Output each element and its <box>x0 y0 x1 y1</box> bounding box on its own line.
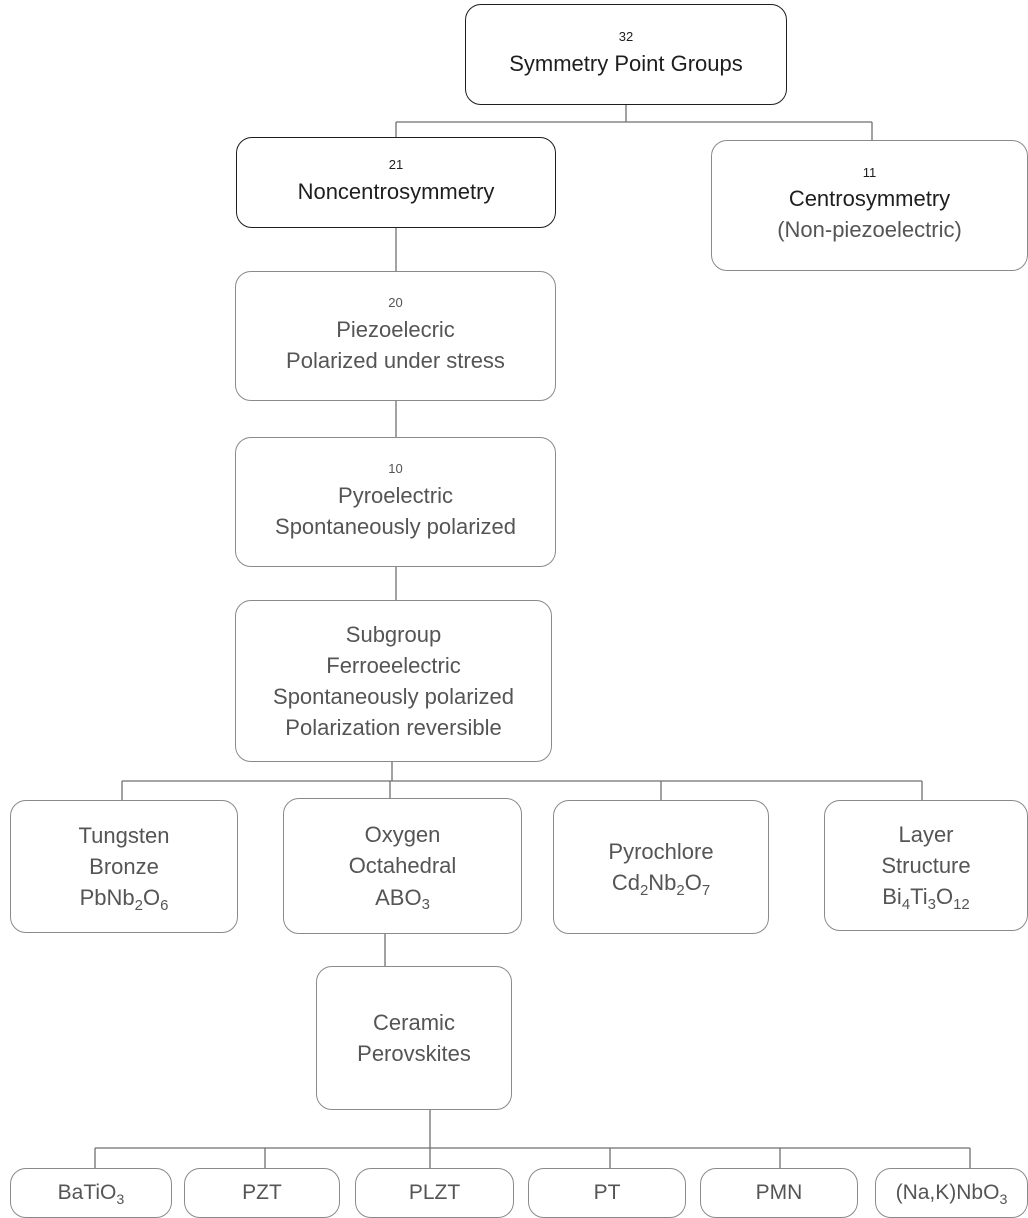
material-plzt-box: PLZT <box>355 1168 514 1218</box>
ferroelectric-line-3: Spontaneously polarized <box>273 684 514 709</box>
material-pzt-label: PZT <box>242 1180 282 1204</box>
piezoelectric-label: Piezoelecric <box>336 316 455 342</box>
ferroelectric-line-4: Polarization reversible <box>285 715 502 741</box>
tungsten-bronze-box: Tungsten Bronze PbNb2O6 <box>10 800 238 933</box>
oxygen-octahedral-box: Oxygen Octahedral ABO3 <box>283 798 522 934</box>
centrosymmetry-box: 11 Centrosymmetry (Non-piezoelectric) <box>711 140 1028 271</box>
ferroelectric-subgroup-box: Subgroup Ferroeelectric Spontaneously po… <box>235 600 552 762</box>
noncentrosymmetry-box: 21 Noncentrosymmetry <box>236 137 556 228</box>
ceramic-perovskites-line-2: Perovskites <box>357 1041 471 1066</box>
piezoelectric-note: Polarized under stress <box>286 347 505 373</box>
piezoelectric-count: 20 <box>388 295 403 311</box>
ceramic-perovskites-line-1: Ceramic <box>373 1009 455 1035</box>
pyrochlore-box: Pyrochlore Cd2Nb2O7 <box>553 800 769 934</box>
material-pzt-box: PZT <box>184 1168 340 1218</box>
noncentrosymmetry-label: Noncentrosymmetry <box>297 178 495 204</box>
tungsten-bronze-line-2: Bronze <box>89 853 159 879</box>
material-na-k-nbo3-box: (Na,K)NbO3 <box>875 1168 1028 1218</box>
symmetry-point-groups-count: 32 <box>618 29 634 45</box>
pyroelectric-count: 10 <box>388 461 403 477</box>
pyrochlore-line-1: Pyrochlore <box>608 838 714 864</box>
tungsten-bronze-line-1: Tungsten <box>78 822 170 848</box>
centrosymmetry-count: 11 <box>862 164 877 180</box>
ceramic-perovskites-box: Ceramic Perovskites <box>316 966 512 1110</box>
centrosymmetry-note: (Non-piezoelectric) <box>777 217 962 243</box>
ferroelectric-line-1: Subgroup <box>345 621 442 647</box>
layer-structure-line-1: Layer <box>898 821 954 847</box>
symmetry-point-groups-box: 32 Symmetry Point Groups <box>465 4 787 105</box>
tungsten-bronze-formula: PbNb2O6 <box>79 885 169 914</box>
material-pmn-label: PMN <box>755 1180 803 1204</box>
oxygen-octahedral-line-1: Oxygen <box>364 822 441 848</box>
ferroelectric-line-2: Ferroeelectric <box>326 652 461 678</box>
centrosymmetry-label: Centrosymmetry <box>788 186 951 212</box>
material-pt-label: PT <box>593 1180 621 1204</box>
material-pmn-box: PMN <box>700 1168 858 1218</box>
material-plzt-label: PLZT <box>408 1180 461 1204</box>
noncentrosymmetry-count: 21 <box>388 157 404 173</box>
piezoelectric-box: 20 Piezoelecric Polarized under stress <box>235 271 556 401</box>
pyroelectric-label: Pyroelectric <box>338 482 453 508</box>
pyrochlore-formula: Cd2Nb2O7 <box>611 870 711 899</box>
material-pt-box: PT <box>528 1168 686 1218</box>
layer-structure-box: Layer Structure Bi4Ti3O12 <box>824 800 1028 931</box>
material-batio3-label: BaTiO3 <box>57 1180 125 1208</box>
layer-structure-line-2: Structure <box>881 852 971 878</box>
material-batio3-box: BaTiO3 <box>10 1168 172 1218</box>
material-na-k-nbo3-label: (Na,K)NbO3 <box>895 1180 1008 1208</box>
layer-structure-formula: Bi4Ti3O12 <box>882 884 970 913</box>
oxygen-octahedral-formula: ABO3 <box>375 884 430 914</box>
oxygen-octahedral-line-2: Octahedral <box>348 853 457 879</box>
pyroelectric-note: Spontaneously polarized <box>275 513 516 539</box>
pyroelectric-box: 10 Pyroelectric Spontaneously polarized <box>235 437 556 567</box>
symmetry-point-groups-label: Symmetry Point Groups <box>509 50 743 76</box>
